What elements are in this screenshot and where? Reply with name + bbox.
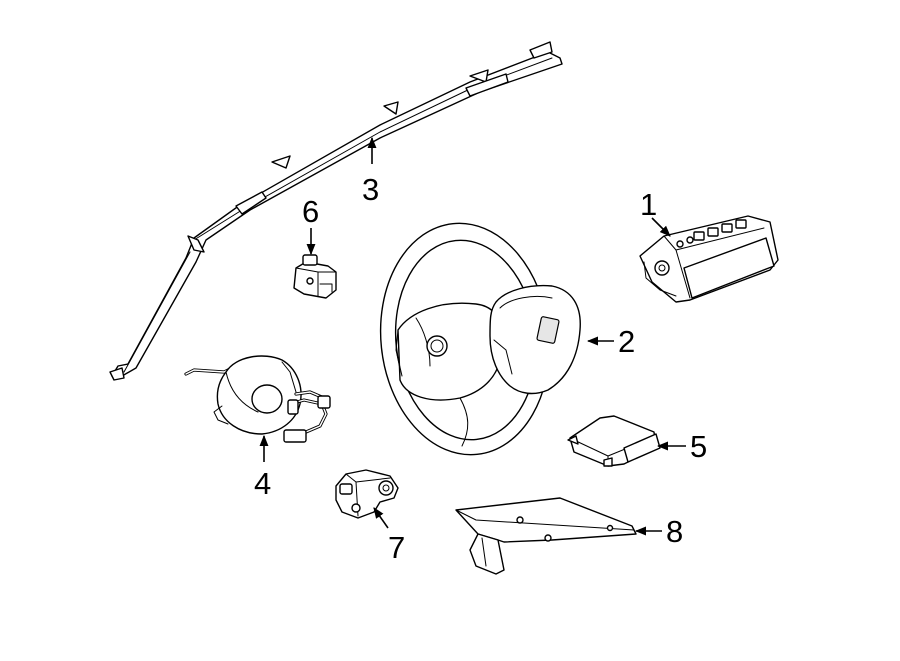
- side-sensor-part: [335, 469, 399, 519]
- control-module-part: [567, 415, 661, 467]
- callout-2: 2: [618, 324, 635, 359]
- callout-6: 6: [302, 194, 319, 229]
- bracket-part: [455, 497, 637, 575]
- leader-7: [373, 507, 389, 529]
- callout-3: 3: [362, 172, 379, 207]
- impact-sensor-part: [293, 254, 337, 299]
- callout-4: 4: [254, 466, 271, 501]
- leader-1: [651, 217, 671, 237]
- clockspring-part: [184, 355, 331, 443]
- passenger-airbag-part: [639, 215, 779, 303]
- callout-7: 7: [388, 530, 405, 565]
- callout-5: 5: [690, 429, 707, 464]
- curtain-airbag-part: [109, 41, 563, 381]
- callout-8: 8: [666, 514, 683, 549]
- steering-wheel-part: [379, 222, 581, 456]
- callout-1: 1: [640, 187, 657, 222]
